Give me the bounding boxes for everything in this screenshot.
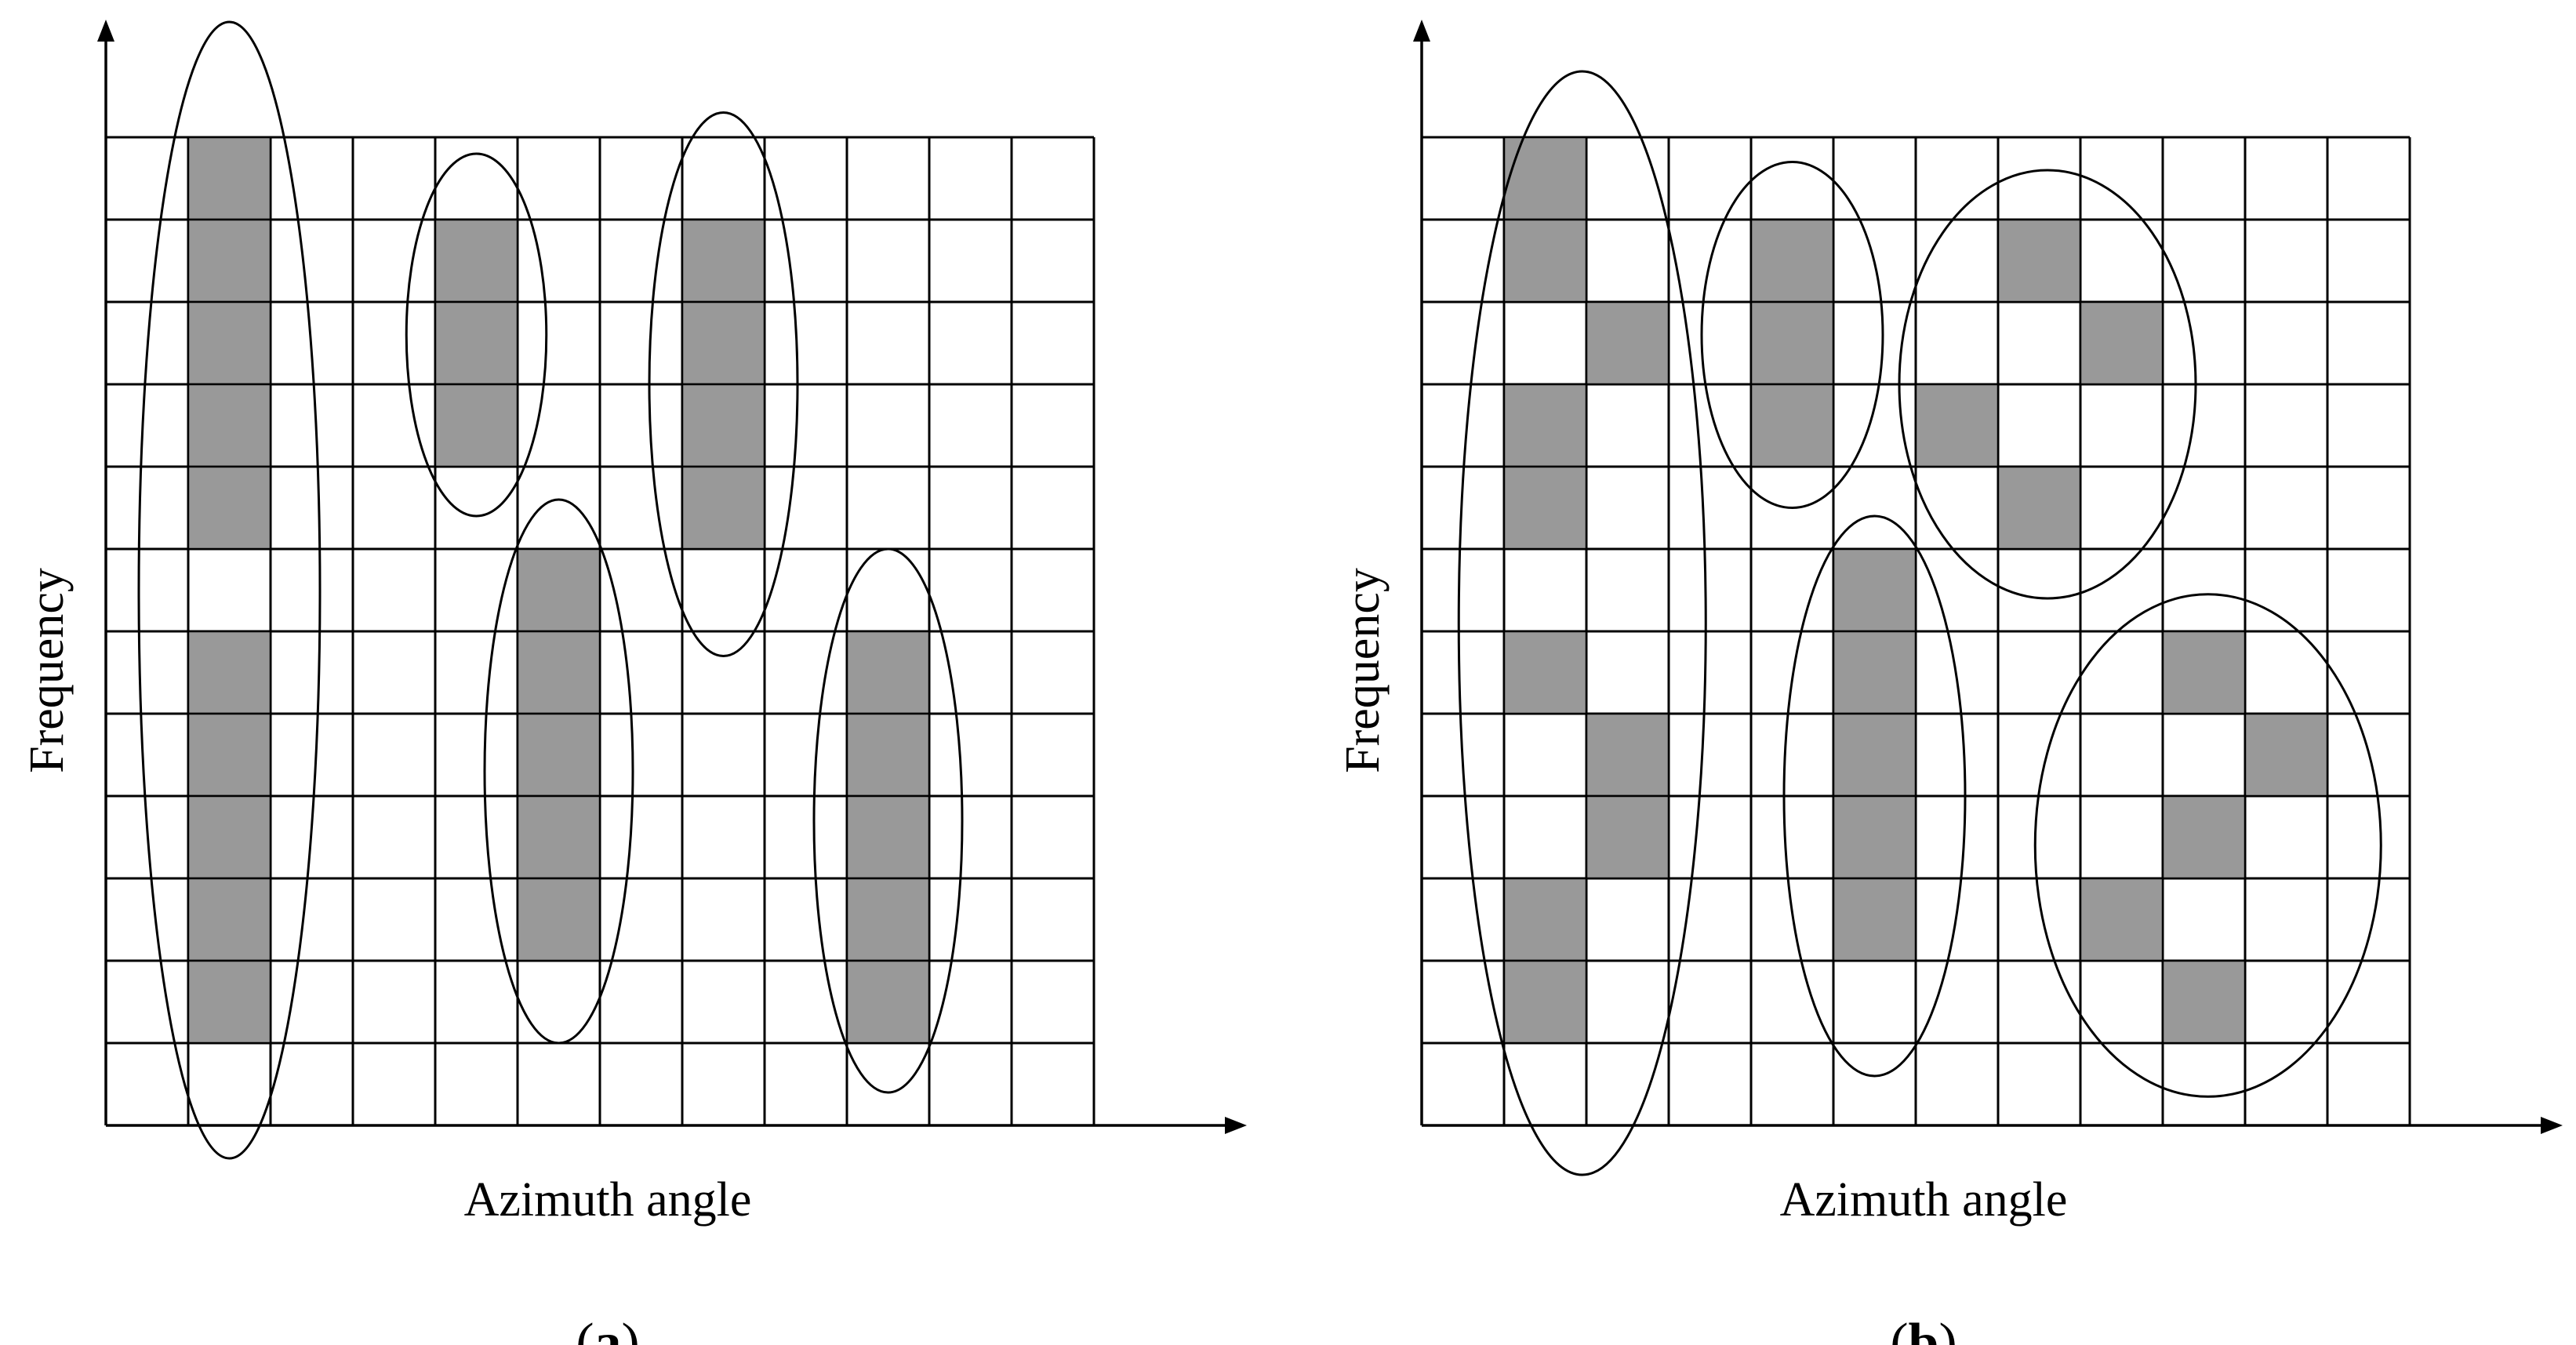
shaded-cell: [187, 383, 272, 468]
shaded-cell: [1832, 877, 1917, 962]
shaded-cell: [845, 877, 931, 962]
shaded-cell: [2079, 877, 2164, 962]
shaded-cell: [1749, 218, 1835, 304]
shaded-cell: [681, 383, 766, 468]
cluster-ellipses-a: [137, 20, 964, 1160]
shaded-cell: [1502, 465, 1588, 551]
shaded-cell: [845, 630, 931, 715]
shaded-cell: [2161, 959, 2247, 1045]
shaded-cell: [187, 630, 272, 715]
shaded-cell: [1749, 300, 1835, 386]
shaded-cell: [2244, 712, 2329, 798]
cluster-ellipse: [1700, 161, 1884, 509]
shaded-cell: [516, 547, 601, 633]
cluster-ellipse: [405, 152, 548, 518]
cluster-ellipse: [2033, 593, 2382, 1098]
panel-label: (a): [576, 1313, 640, 1345]
shaded-cell: [1749, 383, 1835, 468]
shaded-cell: [1502, 877, 1588, 962]
shaded-cell: [1996, 465, 2082, 551]
shaded-cell: [516, 712, 601, 798]
cluster-ellipse: [812, 547, 964, 1094]
shaded-cell: [187, 959, 272, 1045]
shaded-cell: [1914, 383, 2000, 468]
shaded-cell: [516, 794, 601, 880]
shaded-cell: [681, 300, 766, 386]
cluster-ellipse: [1457, 70, 1707, 1176]
shaded-cell: [2161, 630, 2247, 715]
shaded-cell: [845, 794, 931, 880]
shaded-cell: [1585, 712, 1670, 798]
shaded-cell: [187, 136, 272, 221]
axes-a: [97, 20, 1247, 1134]
axes-b: [1413, 20, 2563, 1134]
shaded-cell: [1585, 300, 1670, 386]
shaded-cells-b: [1502, 136, 2329, 1045]
shaded-cell: [187, 465, 272, 551]
shaded-cell: [434, 383, 519, 468]
shaded-cell: [1502, 136, 1588, 221]
cluster-ellipse: [483, 498, 634, 1045]
shaded-cell: [187, 794, 272, 880]
shaded-cell: [1832, 794, 1917, 880]
shaded-cell: [845, 712, 931, 798]
shaded-cell: [187, 300, 272, 386]
shaded-cell: [434, 218, 519, 304]
shaded-cell: [1832, 712, 1917, 798]
y-axis-label: Frequency: [20, 568, 74, 773]
shaded-cell: [1832, 547, 1917, 633]
panel-letter: a: [594, 1313, 622, 1345]
y-axis-arrow: [1413, 20, 1430, 42]
x-axis-arrow: [2541, 1117, 2563, 1134]
shaded-cell: [1502, 959, 1588, 1045]
cluster-ellipse: [648, 111, 799, 657]
x-axis-label: Azimuth angle: [1780, 1173, 2068, 1227]
panel-a: Azimuth angle Frequency (a): [20, 20, 1247, 1345]
cluster-ellipse: [1898, 169, 2197, 600]
shaded-cell: [681, 465, 766, 551]
shaded-cell: [1996, 218, 2082, 304]
shaded-cell: [187, 877, 272, 962]
shaded-cell: [1502, 218, 1588, 304]
y-axis-arrow: [97, 20, 114, 42]
shaded-cell: [516, 877, 601, 962]
shaded-cell: [516, 630, 601, 715]
panel-label: (b): [1890, 1313, 1957, 1345]
shaded-cell: [1502, 383, 1588, 468]
shaded-cell: [187, 712, 272, 798]
panel-letter: b: [1909, 1313, 1939, 1345]
x-axis-label: Azimuth angle: [464, 1173, 752, 1227]
shaded-cell: [681, 218, 766, 304]
shaded-cell: [1585, 794, 1670, 880]
y-axis-label: Frequency: [1336, 568, 1390, 773]
shaded-cell: [434, 300, 519, 386]
x-axis-arrow: [1225, 1117, 1247, 1134]
shaded-cell: [187, 218, 272, 304]
panel-b: Azimuth angle Frequency (b): [1336, 20, 2563, 1345]
cluster-ellipse: [137, 20, 322, 1160]
shaded-cell: [845, 959, 931, 1045]
shaded-cell: [2161, 794, 2247, 880]
shaded-cell: [1832, 630, 1917, 715]
cluster-ellipses-b: [1457, 70, 2382, 1176]
shaded-cell: [1502, 630, 1588, 715]
shaded-cells-a: [187, 136, 931, 1045]
cluster-ellipse: [1782, 514, 1967, 1078]
shaded-cell: [2079, 300, 2164, 386]
